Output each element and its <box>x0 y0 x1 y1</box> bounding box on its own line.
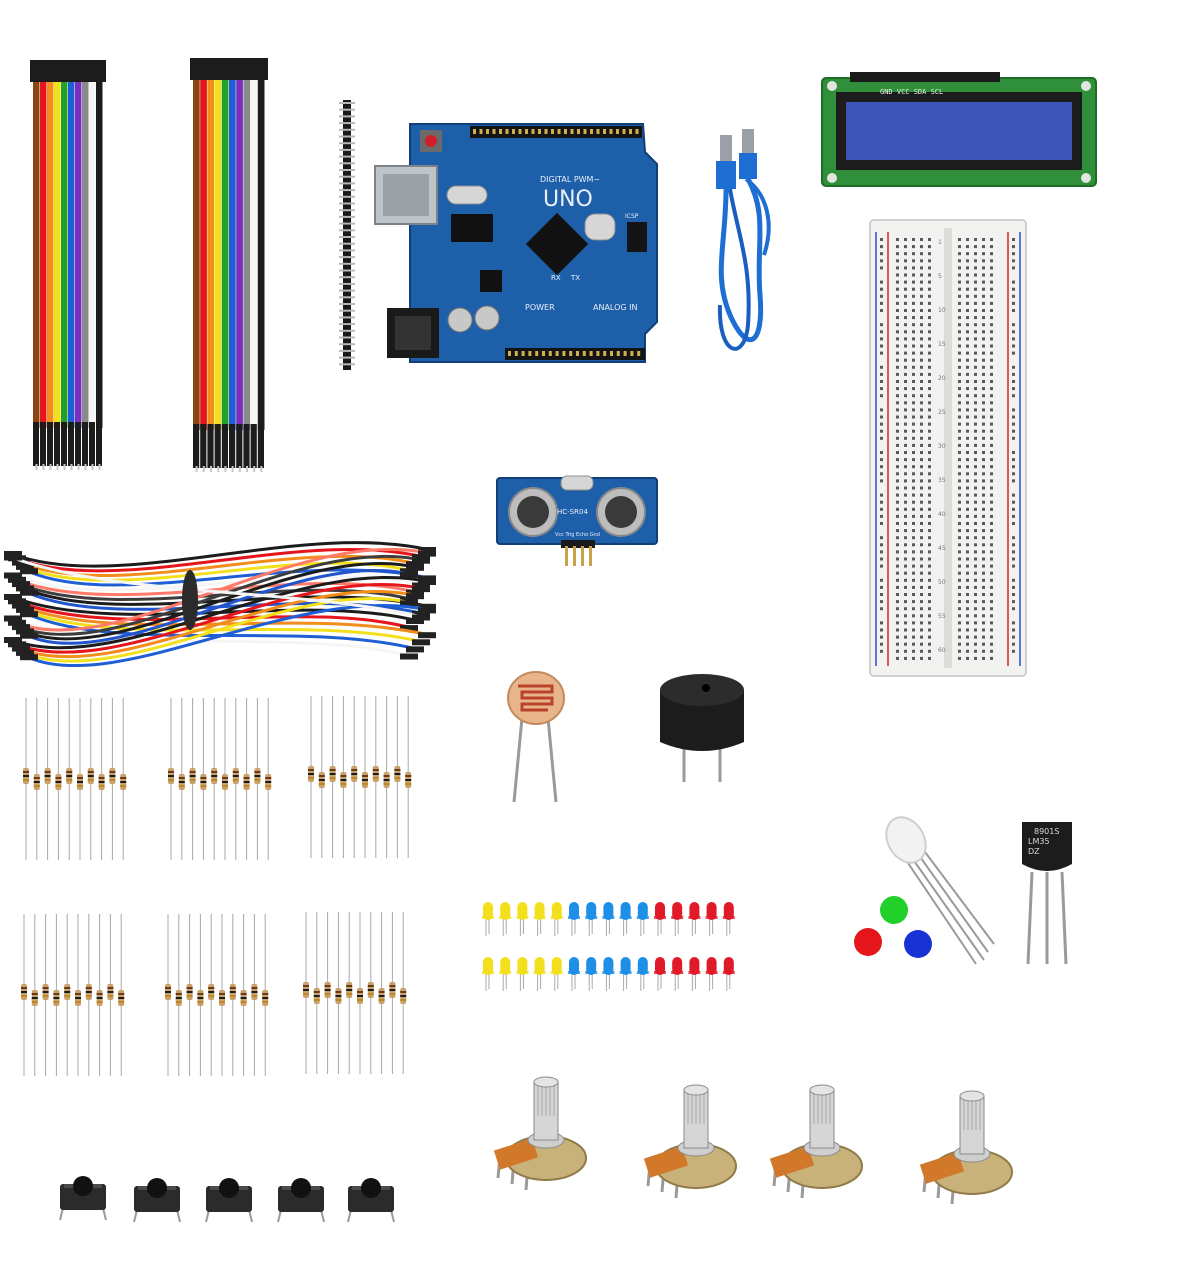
breadboard-row-number: 1 <box>938 239 942 246</box>
led <box>585 902 598 936</box>
arduino-analog-label: ANALOG IN <box>593 303 638 312</box>
breadboard-row-number: 45 <box>938 545 946 552</box>
led <box>654 902 666 936</box>
lm35-line-1: 8901S <box>1034 827 1059 836</box>
led <box>550 902 563 936</box>
led <box>654 957 666 991</box>
led <box>516 902 529 936</box>
dupont-cable-bundle-1 <box>28 60 108 470</box>
buzzer <box>656 668 748 784</box>
usb-cable <box>708 125 778 365</box>
breadboard-row-number: 10 <box>938 307 946 314</box>
push-button-2 <box>130 1172 184 1224</box>
led <box>550 957 563 991</box>
rgb-blue-dot <box>904 930 932 958</box>
lcd-1602-module: GND VCC SDA SCL <box>820 72 1098 190</box>
breadboard-row-number: 40 <box>938 511 946 518</box>
arduino-power-label: POWER <box>525 303 555 312</box>
potentiometer-2 <box>640 1074 740 1200</box>
led <box>516 957 529 991</box>
pin-header-strip <box>335 100 359 370</box>
push-button-5 <box>344 1172 398 1224</box>
lcd-pin-labels: GND VCC SDA SCL <box>880 88 943 96</box>
led <box>533 902 546 936</box>
arduino-uno-board: UNO DIGITAL PWM~ POWER ANALOG IN TX RX I… <box>374 122 660 364</box>
led <box>585 957 598 991</box>
led <box>688 957 701 991</box>
led <box>499 957 512 991</box>
led <box>705 957 718 991</box>
rgb-green-dot <box>880 896 908 924</box>
breadboard-row-number: 25 <box>938 409 946 416</box>
lm35-line-2: LM35 <box>1028 837 1050 846</box>
led <box>705 902 718 936</box>
breadboard-row-number: 15 <box>938 341 946 348</box>
arduino-tx-label: TX <box>570 274 580 282</box>
arduino-icsp-label: ICSP <box>625 213 639 220</box>
resistor-bundle-1 <box>20 698 138 860</box>
potentiometer-4 <box>916 1080 1016 1206</box>
potentiometer-3 <box>766 1074 866 1200</box>
led-row-1 <box>478 900 742 936</box>
push-button-1 <box>56 1170 110 1222</box>
resistor-bundle-4 <box>18 914 136 1076</box>
led <box>688 902 701 936</box>
push-button-3 <box>202 1172 256 1224</box>
resistor-bundle-5 <box>162 914 280 1076</box>
breadboard-row-number: 60 <box>938 647 946 654</box>
led <box>602 902 615 936</box>
led <box>671 957 684 991</box>
resistor-bundle-6 <box>300 912 418 1074</box>
led <box>619 957 632 991</box>
ultrasonic-model-label: HC-SR04 <box>557 508 588 516</box>
led <box>671 902 684 936</box>
rgb-red-dot <box>854 928 882 956</box>
breadboard-row-number: 30 <box>938 443 946 450</box>
breadboard-row-number: 50 <box>938 579 946 586</box>
dupont-cable-bundle-2 <box>188 58 270 472</box>
led <box>636 957 649 991</box>
led <box>568 902 580 936</box>
led-row-2 <box>478 955 742 991</box>
arduino-model-label: UNO <box>543 187 593 212</box>
led <box>499 902 512 936</box>
lm35-temperature-sensor: 8901S LM35 DZ <box>1018 818 1076 966</box>
potentiometer-1 <box>490 1066 590 1192</box>
jumper-wire-bundle <box>0 540 450 670</box>
led <box>636 902 649 936</box>
resistor-bundle-3 <box>305 696 423 858</box>
led <box>568 957 580 991</box>
breadboard-row-number: 35 <box>938 477 946 484</box>
led <box>722 957 735 991</box>
arduino-rx-label: RX <box>551 274 561 282</box>
rgb-led <box>848 812 998 970</box>
led <box>602 957 615 991</box>
photoresistor <box>500 668 572 804</box>
ultrasonic-sensor: HC-SR04 Vcc Trig Echo Gnd <box>495 474 660 566</box>
led <box>482 957 494 991</box>
push-button-4 <box>274 1172 328 1224</box>
ultrasonic-pin-labels: Vcc Trig Echo Gnd <box>555 532 600 538</box>
resistor-bundle-2 <box>165 698 283 860</box>
led <box>482 902 494 936</box>
led <box>619 902 632 936</box>
led <box>722 902 735 936</box>
lm35-line-3: DZ <box>1028 847 1040 856</box>
breadboard-row-number: 20 <box>938 375 946 382</box>
breadboard-row-number: 55 <box>938 613 946 620</box>
breadboard-row-number: 5 <box>938 273 942 280</box>
arduino-pwm-label: DIGITAL PWM~ <box>540 175 600 184</box>
led <box>533 957 546 991</box>
